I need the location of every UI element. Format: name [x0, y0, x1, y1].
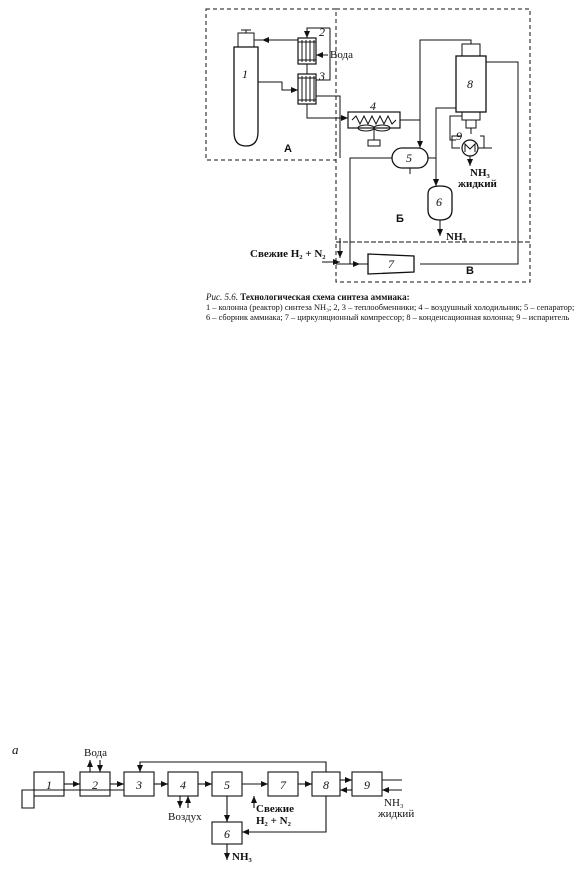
block-9 [351, 771, 383, 797]
bd-fresh-label-2: H₂ + N₂ [256, 815, 292, 827]
unit-label-7: 7 [388, 257, 395, 271]
diagram-letter: а [12, 742, 19, 757]
zone-v-label: В [466, 265, 474, 277]
bd-water-label: Вода [84, 747, 107, 759]
unit-label-6: 6 [436, 195, 442, 209]
block-diagram-labels: а 1 2 3 4 5 7 8 9 6 Вода Воздух Свежие H… [12, 742, 414, 863]
unit-label-8: 8 [467, 77, 473, 91]
bd-fresh-label-1: Свежие [256, 803, 294, 815]
unit-label-1: 1 [242, 67, 248, 81]
block-label-4: 4 [180, 778, 186, 792]
bd-liquid-label: жидкий [377, 808, 414, 820]
zone-a-label: А [284, 143, 292, 155]
heat-exchanger-2 [297, 37, 317, 65]
caption-title: Технологическая схема синтеза аммиака: [240, 292, 410, 302]
bd-nh3-output-label: NH₃ [232, 851, 253, 863]
nh3-liquid-label: NH₃ [470, 167, 491, 179]
unit-label-4: 4 [370, 99, 376, 113]
air-cooler-4 [347, 111, 401, 147]
block-label-9: 9 [364, 778, 370, 792]
water-label: Вода [330, 49, 353, 61]
unit-label-2: 2 [319, 25, 325, 39]
block-label-3: 3 [135, 778, 142, 792]
bd-nh3-liquid-label: NH₃ [384, 797, 404, 809]
circulation-compressor-7 [360, 253, 415, 275]
bd-air-label: Воздух [168, 811, 202, 823]
zone-b-boundary [335, 8, 531, 243]
caption-body: 1 – колонна (реактор) синтеза NH₃; 2, 3 … [206, 302, 575, 323]
unit-label-5: 5 [406, 151, 412, 165]
liquid-label: жидкий [458, 178, 498, 190]
reactor-column-1 [233, 29, 262, 147]
zone-v-boundary [335, 241, 531, 283]
nh3-output-label: NH₃ [446, 231, 467, 243]
fresh-gas-label: Свежие H₂ + N₂ [250, 248, 326, 260]
unit-label-3: 3 [318, 69, 325, 83]
zone-b-label: Б [396, 213, 404, 225]
heat-exchanger-3 [297, 73, 317, 105]
block-label-8: 8 [323, 778, 329, 792]
caption-prefix: Рис. 5.6. [206, 292, 238, 302]
ammonia-collector-6 [427, 185, 453, 236]
unit-label-9: 9 [456, 129, 462, 143]
block-diagram [21, 760, 402, 860]
block-label-7: 7 [280, 778, 287, 792]
process-scheme [205, 8, 531, 283]
evaporator-9 [451, 135, 492, 166]
process-scheme-labels: 1 2 3 4 5 6 7 8 9 Вода А Б В NH₃ NH₃ жид… [242, 25, 498, 277]
figure-caption: Рис. 5.6. Технологическая схема синтеза … [206, 292, 576, 324]
block-label-1: 1 [46, 778, 52, 792]
block-label-2: 2 [92, 778, 98, 792]
block-label-6: 6 [224, 827, 230, 841]
block-label-5: 5 [224, 778, 230, 792]
